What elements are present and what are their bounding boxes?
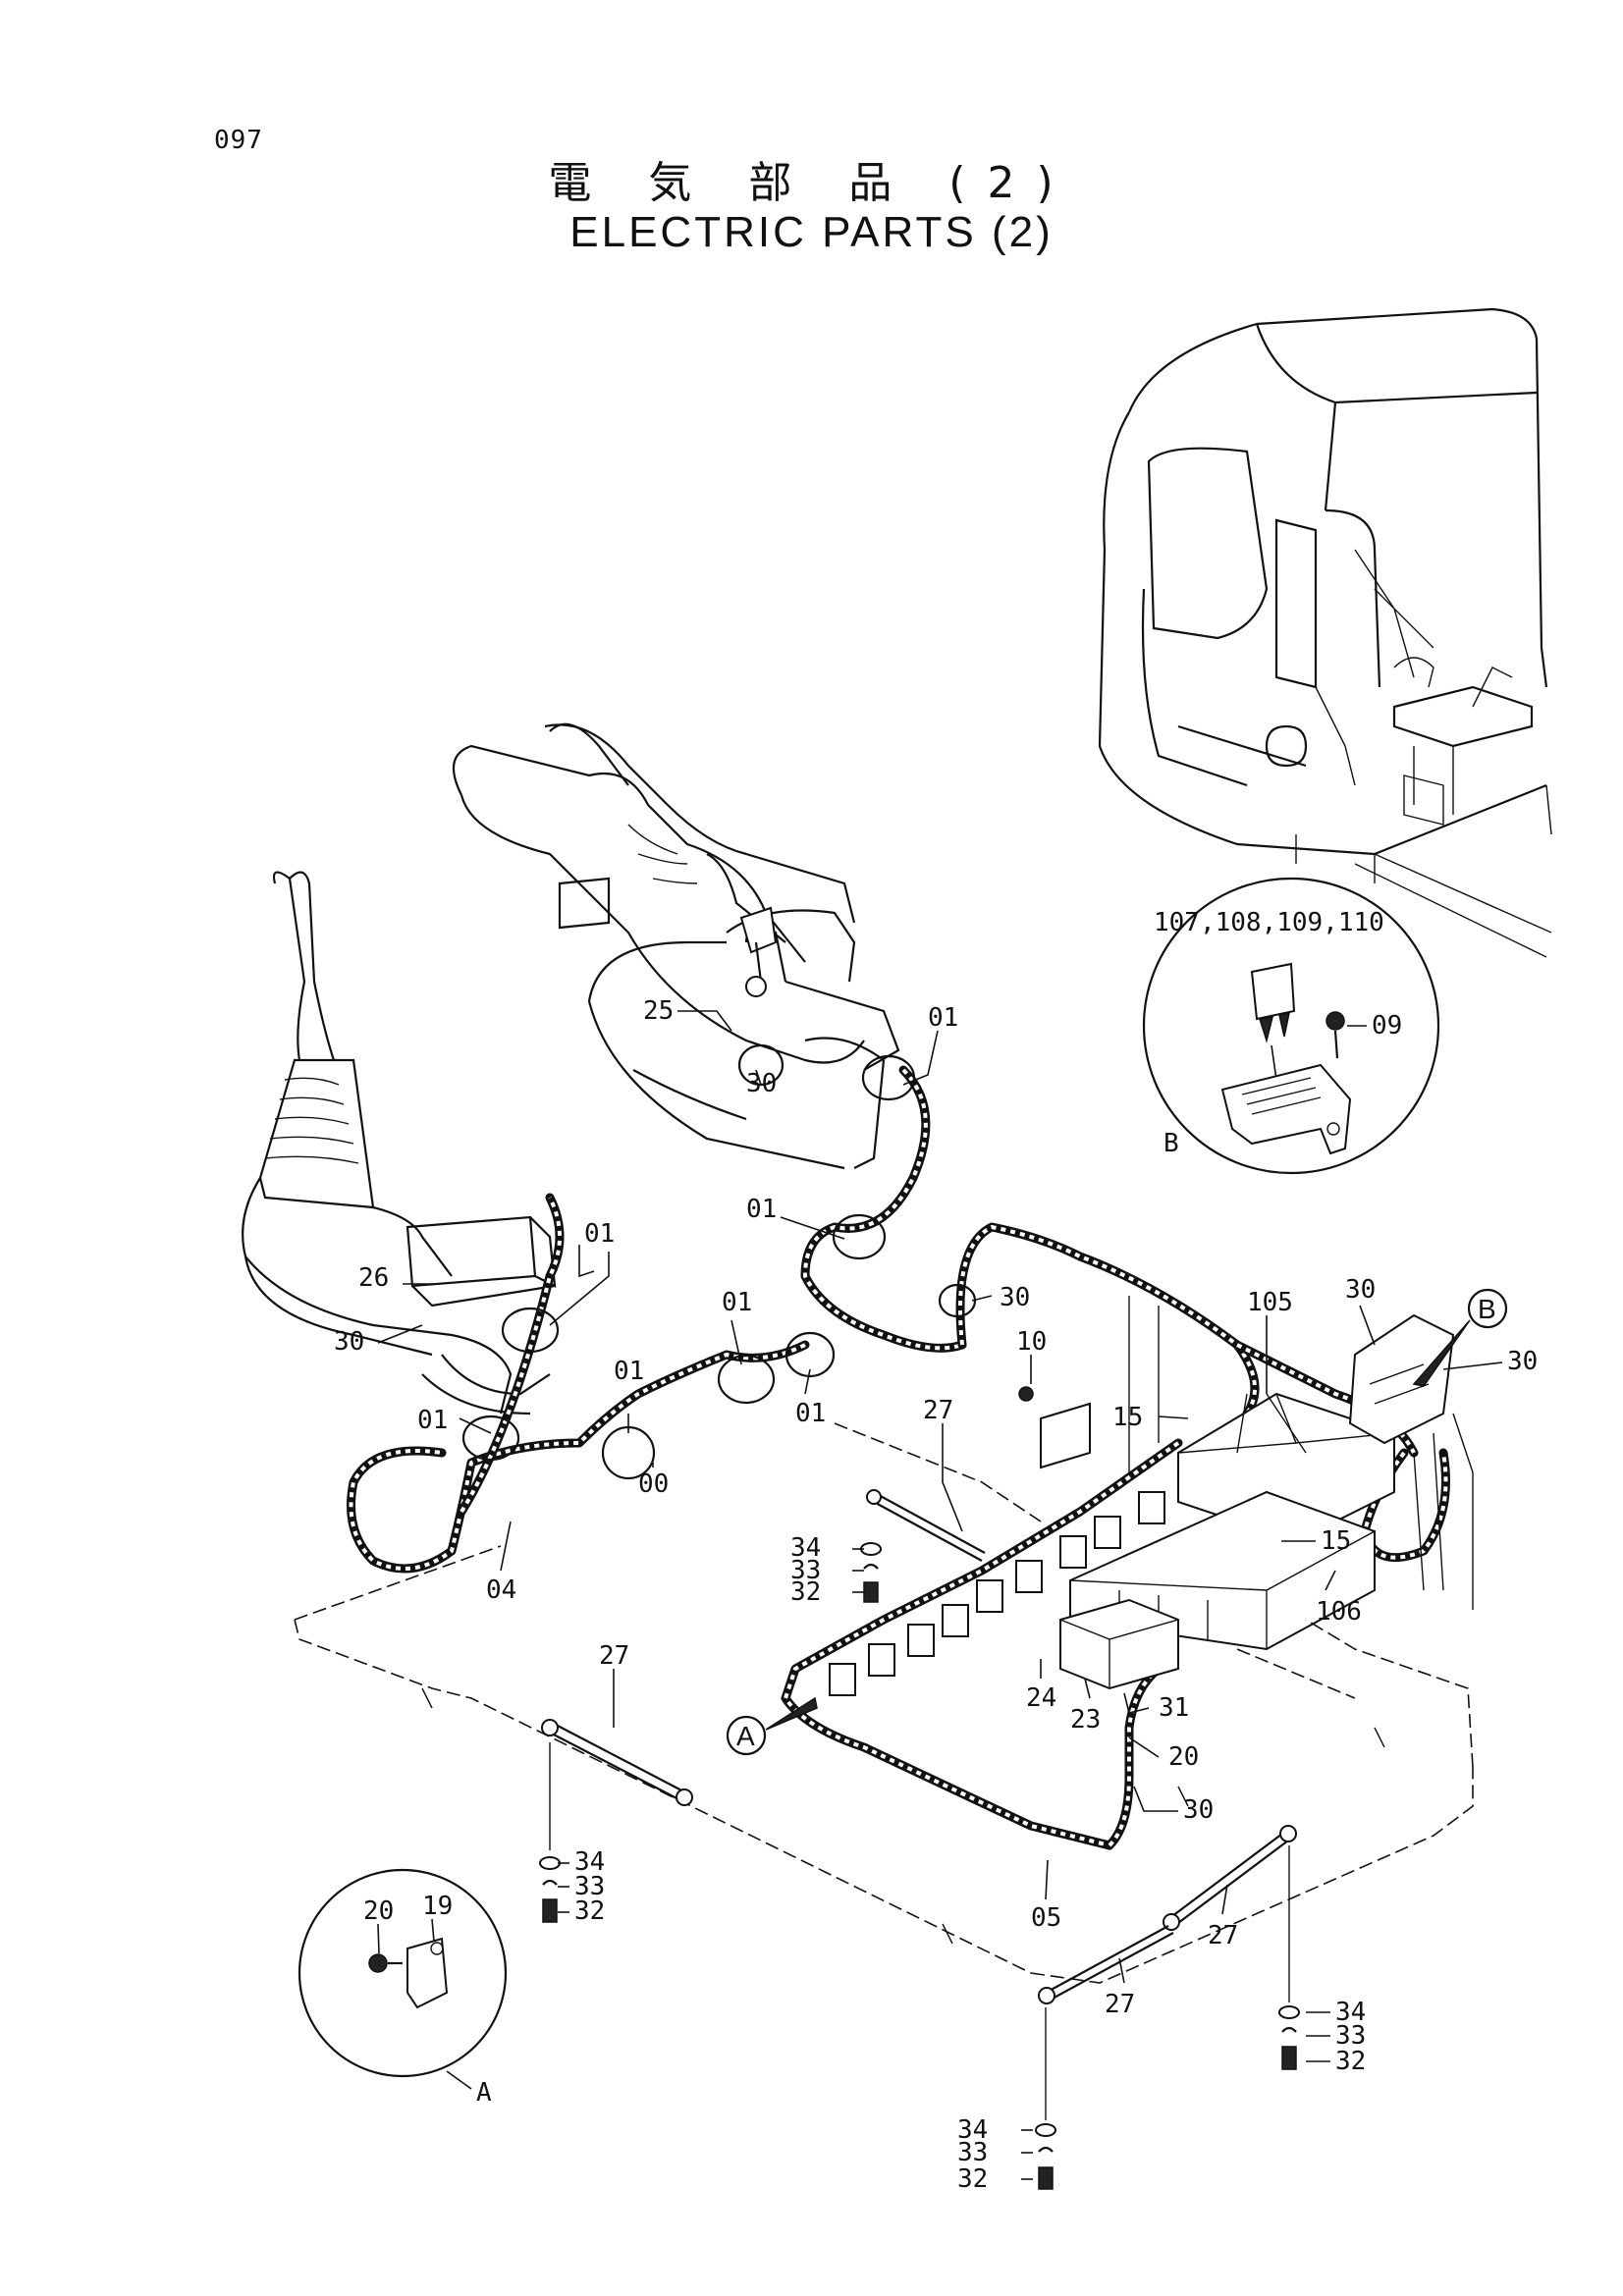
callout-09: 09 bbox=[1372, 1011, 1402, 1041]
callout-05: 05 bbox=[1031, 1903, 1061, 1933]
detail-a-view-letter: A bbox=[476, 2078, 492, 2108]
callout-23: 23 bbox=[1070, 1705, 1101, 1735]
detail-view-b: 107,108,109,110 B bbox=[1142, 877, 1440, 1175]
callout-34: 34 bbox=[574, 1847, 605, 1877]
svg-text:A: A bbox=[736, 1721, 755, 1751]
callout-32: 32 bbox=[1335, 2047, 1366, 2076]
callout-19: 19 bbox=[422, 1892, 453, 1921]
callout-27: 27 bbox=[1208, 1921, 1238, 1950]
callout-34: 34 bbox=[1335, 1998, 1366, 2027]
callout-30: 30 bbox=[1507, 1347, 1538, 1376]
ground-straps bbox=[541, 1489, 1297, 2004]
callout-15: 15 bbox=[1112, 1403, 1143, 1432]
detail-view-a: A bbox=[298, 1868, 508, 2108]
detail-b-view-letter: B bbox=[1163, 1129, 1179, 1158]
callout-105: 105 bbox=[1247, 1288, 1293, 1317]
callout-10: 10 bbox=[1016, 1327, 1047, 1357]
callout-01: 01 bbox=[584, 1219, 615, 1249]
cab-illustration bbox=[1098, 307, 1552, 958]
callout-20: 20 bbox=[1168, 1742, 1199, 1772]
right-console-illustration bbox=[452, 722, 900, 1170]
wire-harness bbox=[347, 1043, 1450, 1850]
callout-34: 34 bbox=[957, 2115, 988, 2145]
callout-24: 24 bbox=[1026, 1683, 1056, 1713]
circle-marker-a: A bbox=[726, 1696, 818, 1756]
page-title-english: ELECTRIC PARTS (2) bbox=[569, 208, 1054, 256]
callout-30: 30 bbox=[334, 1327, 364, 1357]
callout-32: 32 bbox=[574, 1896, 605, 1926]
callout-30: 30 bbox=[1345, 1275, 1376, 1305]
svg-text:B: B bbox=[1478, 1294, 1496, 1324]
callout-30: 30 bbox=[1183, 1795, 1214, 1825]
floor-plate bbox=[294, 1422, 1474, 1984]
callout-27: 27 bbox=[1105, 1990, 1135, 2019]
callout-15: 15 bbox=[1321, 1526, 1351, 1556]
callout-01: 01 bbox=[746, 1195, 777, 1224]
leader-lines bbox=[377, 1010, 1503, 2180]
callout-labels: 25 01 30 01 26 30 01 01 01 30 01 01 00 0… bbox=[334, 996, 1538, 2194]
callout-00: 00 bbox=[638, 1469, 669, 1499]
callout-30: 30 bbox=[746, 1069, 777, 1098]
callout-01: 01 bbox=[795, 1399, 826, 1428]
bolt-washer-stacks bbox=[539, 1542, 1300, 2190]
callout-33: 33 bbox=[1335, 2021, 1366, 2051]
page-title-japanese: 電 気 部 品 (2) bbox=[548, 158, 1075, 208]
callout-27: 27 bbox=[923, 1396, 953, 1425]
callout-33: 33 bbox=[957, 2138, 988, 2167]
callout-20: 20 bbox=[363, 1896, 394, 1926]
callout-31: 31 bbox=[1159, 1693, 1189, 1723]
callout-04: 04 bbox=[486, 1575, 516, 1605]
callout-25: 25 bbox=[643, 996, 674, 1026]
callout-01: 01 bbox=[417, 1406, 448, 1435]
callout-26: 26 bbox=[358, 1263, 389, 1293]
page-number: 097 bbox=[214, 126, 263, 155]
callout-01: 01 bbox=[722, 1288, 752, 1317]
callout-32: 32 bbox=[957, 2164, 988, 2194]
circle-marker-b: B bbox=[1412, 1288, 1508, 1387]
callout-30: 30 bbox=[1000, 1283, 1030, 1312]
callout-01: 01 bbox=[614, 1357, 644, 1386]
callout-01: 01 bbox=[928, 1003, 958, 1033]
callout-32: 32 bbox=[790, 1577, 821, 1607]
callout-33: 33 bbox=[790, 1556, 821, 1585]
callout-33: 33 bbox=[574, 1872, 605, 1901]
controller-boxes bbox=[829, 1296, 1474, 1696]
callout-34: 34 bbox=[790, 1533, 821, 1563]
callout-106: 106 bbox=[1316, 1597, 1362, 1627]
callout-27: 27 bbox=[599, 1641, 629, 1671]
detail-b-parts-label: 107,108,109,110 bbox=[1154, 908, 1384, 937]
left-console-illustration bbox=[242, 871, 557, 1415]
